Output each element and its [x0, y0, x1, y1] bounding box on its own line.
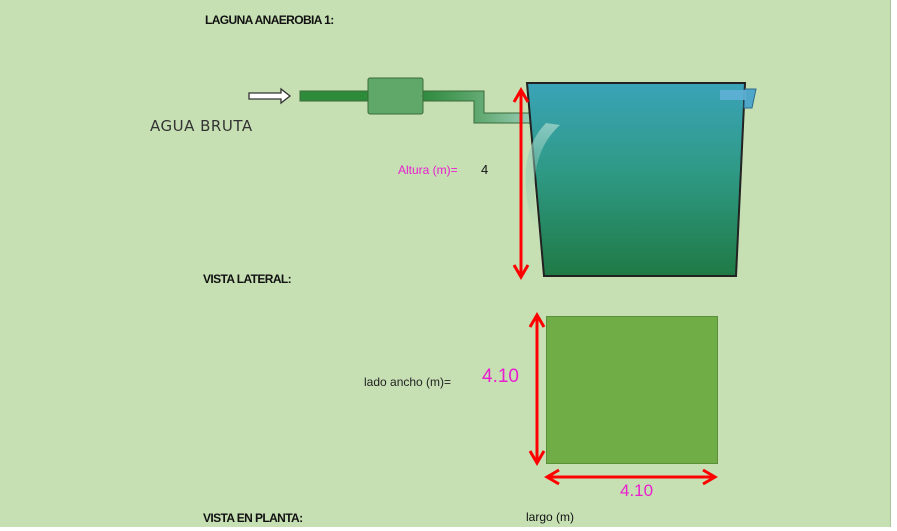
height-dimension-arrow — [512, 87, 530, 280]
width-dimension-arrow — [528, 312, 546, 466]
side-view-label: VISTA LATERAL: — [203, 272, 292, 286]
height-label: Altura (m)= — [398, 163, 458, 177]
width-value: 4.10 — [482, 366, 519, 387]
plan-view-label: VISTA EN PLANTA: — [203, 511, 303, 525]
lagoon-tank — [525, 82, 757, 277]
inlet-pipe — [299, 77, 546, 124]
panel-border — [890, 0, 891, 527]
width-label: lado ancho (m)= — [364, 375, 452, 389]
height-value: 4 — [481, 162, 489, 177]
inlet-arrow-icon — [248, 87, 292, 105]
page-title: LAGUNA ANAEROBIA 1: — [205, 13, 334, 27]
length-dimension-arrow — [544, 468, 718, 486]
inlet-label: AGUA BRUTA — [150, 117, 253, 135]
plan-view-square — [546, 316, 718, 464]
length-label: largo (m) — [526, 510, 575, 524]
length-value: 4.10 — [620, 481, 654, 500]
